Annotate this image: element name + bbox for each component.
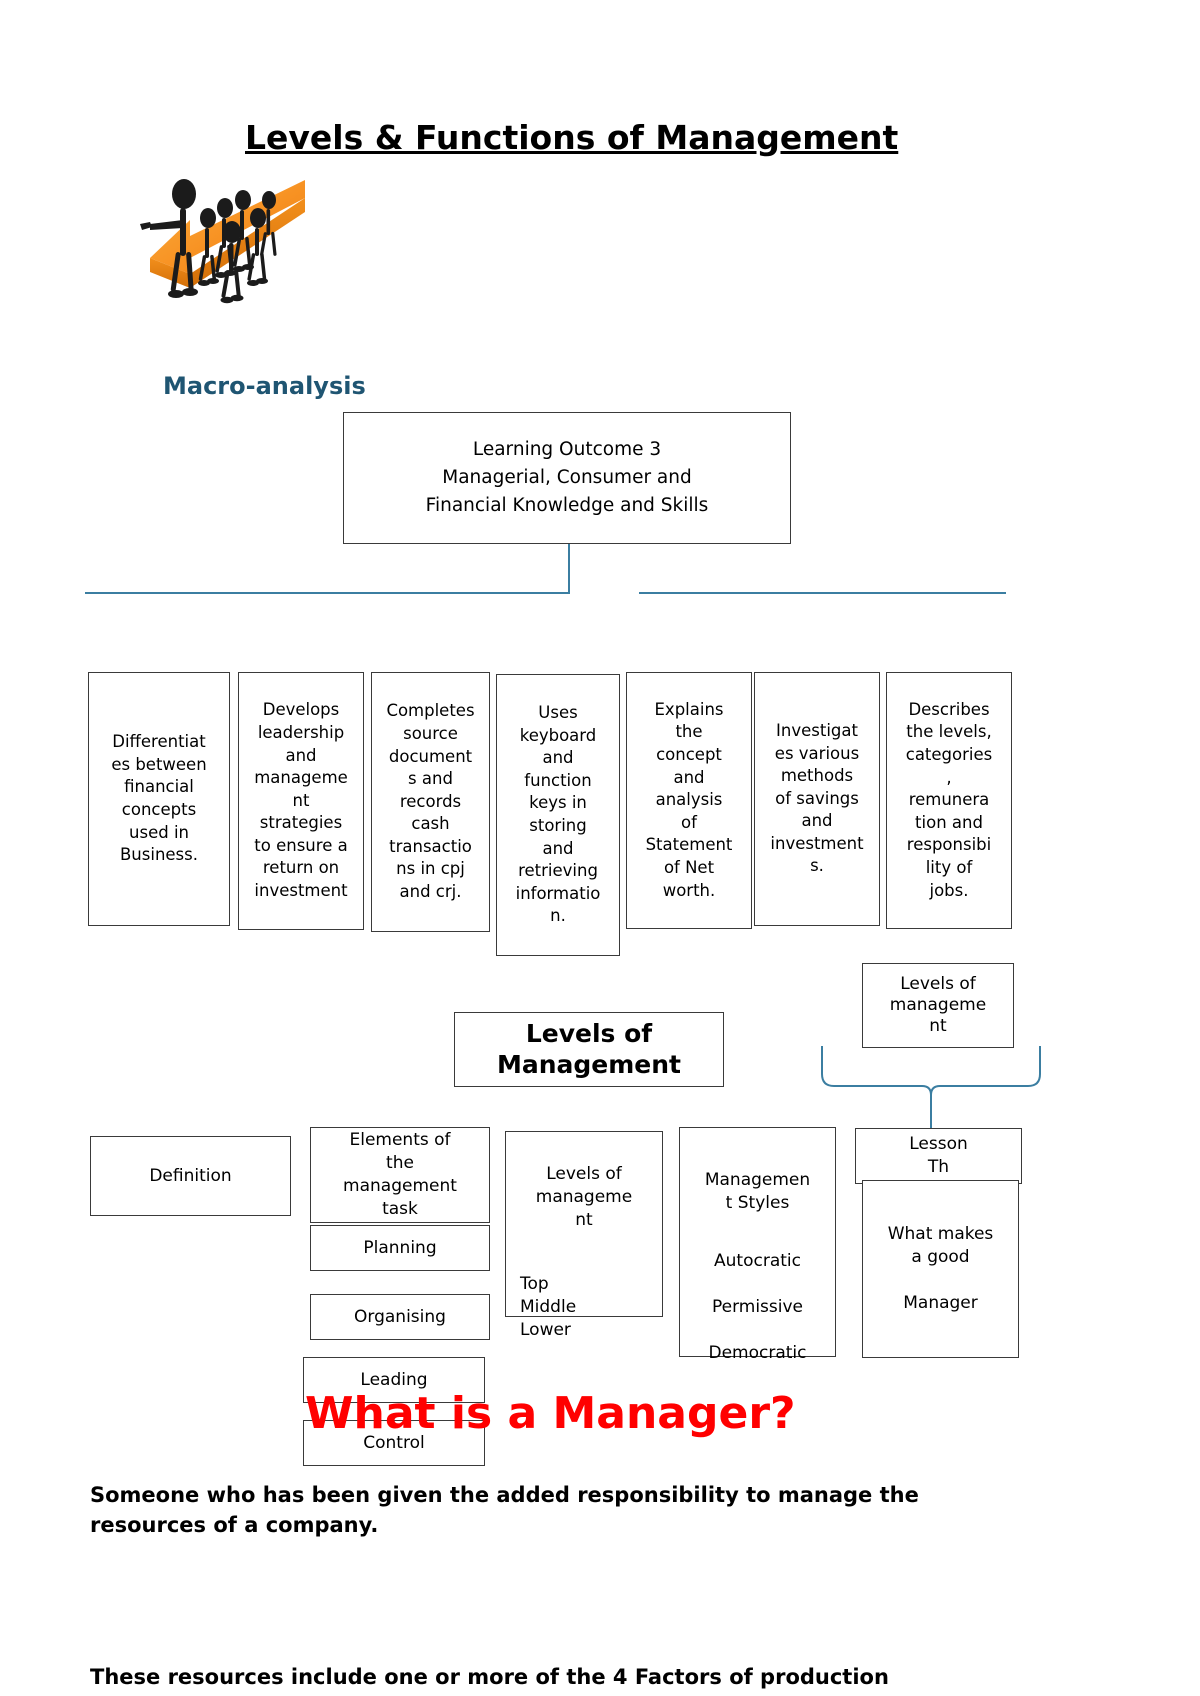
leading-box: Leading xyxy=(303,1357,485,1403)
learning-outcome-text: Learning Outcome 3 Managerial, Consumer … xyxy=(425,439,709,516)
leading-text: Leading xyxy=(360,1369,428,1390)
definition-text: Definition xyxy=(149,1165,232,1186)
elements-of-management-task-text: Elements of the management task xyxy=(343,1130,457,1219)
what-is-a-manager-heading: What is a Manager? xyxy=(305,1388,796,1439)
levels-list-items: Top Middle Lower xyxy=(520,1273,577,1340)
outcome-box-text: Uses keyboard and function keys in stori… xyxy=(515,703,601,926)
levels-of-management-title-box: Levels of Management xyxy=(454,1012,724,1087)
stick-figures-on-orange-arrow-icon xyxy=(130,140,330,310)
outcome-box-text: Explains the concept and analysis of Sta… xyxy=(645,699,733,900)
connector-vertical-stem xyxy=(568,544,570,593)
levels-list-heading: Levels of manageme nt xyxy=(535,1163,633,1230)
outcome-box: Uses keyboard and function keys in stori… xyxy=(496,674,620,956)
connector-horizontal-right xyxy=(639,592,1006,594)
elements-of-management-task-box: Elements of the management task xyxy=(310,1127,490,1223)
page-title: Levels & Functions of Management xyxy=(245,118,899,157)
definition-box: Definition xyxy=(90,1136,291,1216)
outcome-box: Completes source document s and records … xyxy=(371,672,490,932)
control-text: Control xyxy=(363,1432,425,1453)
management-styles-wrapper: Managemen t Styles Autocratic Permissive… xyxy=(680,1146,835,1387)
outcome-box: Investigat es various methods of savings… xyxy=(754,672,880,926)
lesson-text: Lesson Th xyxy=(909,1134,968,1177)
control-box: Control xyxy=(303,1420,485,1466)
connector-horizontal-left xyxy=(85,592,570,594)
outcome-box: Differentiat es between financial concep… xyxy=(88,672,230,926)
learning-outcome-box: Learning Outcome 3 Managerial, Consumer … xyxy=(343,412,791,544)
outcome-box-text: Investigat es various methods of savings… xyxy=(770,720,864,876)
outcome-box-text: Differentiat es between financial concep… xyxy=(111,732,207,865)
outcome-box-text: Describes the levels, categories , remun… xyxy=(905,699,993,900)
outcome-box: Develops leadership and manageme nt stra… xyxy=(238,672,364,930)
what-makes-a-good-manager-box: What makes a good Manager xyxy=(862,1180,1019,1358)
outcome-box-text: Completes source document s and records … xyxy=(386,701,475,902)
planning-box: Planning xyxy=(310,1225,490,1271)
management-styles-list: Autocratic Permissive Democratic xyxy=(708,1250,807,1363)
planning-text: Planning xyxy=(363,1237,437,1258)
outcome-box: Explains the concept and analysis of Sta… xyxy=(626,672,752,929)
manager-resources-paragraph: These resources include one or more of t… xyxy=(90,1665,889,1689)
levels-of-management-list-box: Levels of manageme nt Top Middle Lower xyxy=(505,1131,663,1340)
management-styles-box: Managemen t Styles Autocratic Permissive… xyxy=(679,1127,836,1363)
levels-of-management-small-box: Levels of manageme nt xyxy=(862,963,1014,1048)
what-makes-a-good-manager-text: What makes a good Manager xyxy=(887,1224,994,1313)
organising-box: Organising xyxy=(310,1294,490,1340)
levels-list-wrapper: Levels of manageme nt Top Middle Lower xyxy=(506,1140,662,1364)
management-styles-heading: Managemen t Styles xyxy=(704,1169,811,1213)
manager-definition-paragraph: Someone who has been given the added res… xyxy=(90,1483,919,1538)
outcome-box-text: Develops leadership and manageme nt stra… xyxy=(254,700,348,901)
curly-brace-connector xyxy=(818,1040,1044,1140)
organising-text: Organising xyxy=(354,1306,446,1327)
section-heading-macro-analysis: Macro-analysis xyxy=(163,372,366,400)
outcome-box: Describes the levels, categories , remun… xyxy=(886,672,1012,929)
levels-of-management-small-text: Levels of manageme nt xyxy=(889,974,987,1036)
lesson-box: Lesson Th xyxy=(855,1128,1022,1184)
levels-of-management-title-text: Levels of Management xyxy=(496,1019,682,1079)
